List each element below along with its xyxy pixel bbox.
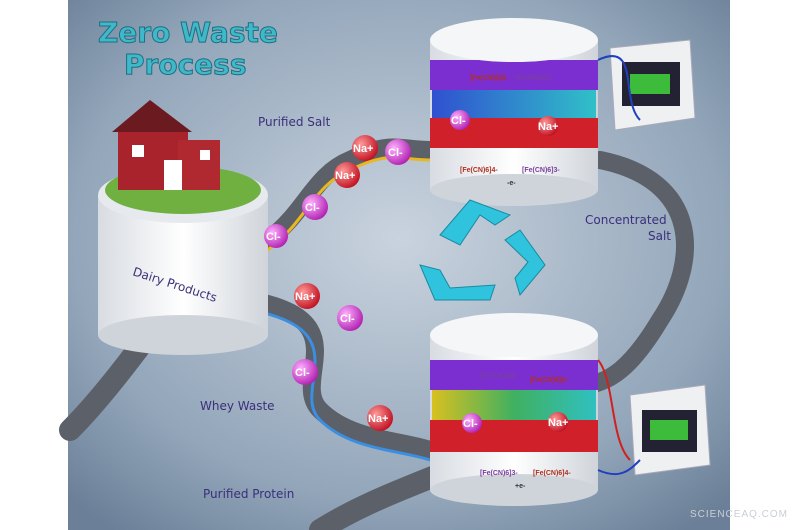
watermark: SCIENCEAQ.COM (689, 509, 788, 520)
concentrated-salt-label: Concentrated Salt (585, 213, 671, 243)
sodium-ion: Na+ (538, 121, 559, 133)
concentrated-salt-line-1: Concentrated (585, 213, 667, 227)
chem-label: [Fe(CN)6]4- (470, 75, 508, 82)
chloride-ion: Cl- (451, 115, 466, 127)
sodium-ion: Na+ (548, 417, 569, 429)
bottom-electrodialysis-stack: [Fe(CN)6]3- [Fe(CN)6]4- [Fe(CN)6]3- [Fe(… (430, 313, 598, 506)
sodium-ion: Na+ (353, 143, 374, 155)
chloride-ion: Cl- (295, 367, 310, 379)
chem-label: [Fe(CN)6]3- (480, 470, 518, 477)
top-electrodialysis-stack: [Fe(CN)6]4- [Fe(CN)6]3- [Fe(CN)6]4- [Fe(… (430, 18, 598, 206)
chem-label: +e- (515, 483, 526, 490)
chloride-ion: Cl- (305, 202, 320, 214)
sodium-ion: Na+ (295, 291, 316, 303)
chloride-ion: Cl- (388, 147, 403, 159)
page-title: Zero Waste Process (98, 16, 279, 82)
barn-icon (112, 100, 220, 190)
chem-label: -e- (507, 180, 516, 187)
chem-label: [Fe(CN)6]4- (530, 377, 568, 384)
battery-icon (597, 39, 696, 131)
purified-salt-label: Purified Salt (258, 115, 331, 129)
chem-label: [Fe(CN)6]3- (515, 75, 553, 82)
chem-label: [Fe(CN)6]3- (480, 373, 518, 380)
chloride-ion: Cl- (463, 418, 478, 430)
recycle-icon (419, 199, 546, 301)
whey-waste-label: Whey Waste (200, 399, 275, 413)
chem-label: [Fe(CN)6]4- (533, 470, 571, 477)
title-line-1: Zero Waste (98, 16, 278, 49)
dairy-tank: Dairy Products (98, 100, 268, 355)
sodium-ion: Na+ (335, 170, 356, 182)
purified-protein-label: Purified Protein (203, 487, 294, 501)
sodium-ion: Na+ (368, 413, 389, 425)
chem-label: [Fe(CN)6]4- (460, 167, 498, 174)
ion-stream: Na+ Cl- Na+ Cl- Cl- Na+ Cl- Cl- Na+ (264, 135, 411, 431)
chloride-ion: Cl- (340, 313, 355, 325)
chloride-ion: Cl- (266, 231, 281, 243)
battery-icon (597, 359, 711, 476)
concentrated-salt-line-2: Salt (648, 229, 671, 243)
chem-label: [Fe(CN)6]3- (522, 167, 560, 174)
title-line-2: Process (124, 48, 247, 81)
